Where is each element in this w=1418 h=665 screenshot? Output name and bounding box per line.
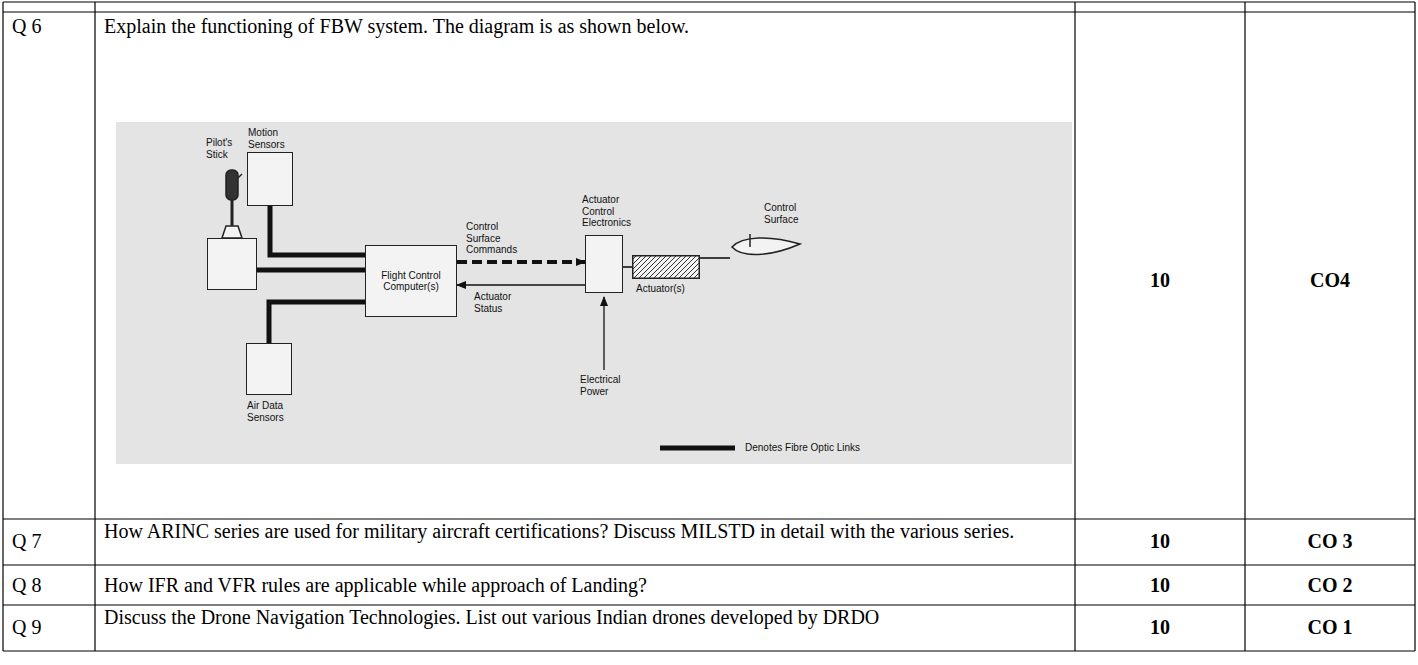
question-text: How IFR and VFR rules are applicable whi… (104, 575, 1069, 596)
diagram-photo-ground (116, 122, 1072, 464)
table-rule (3, 11, 1415, 12)
node-heading: Pilot's Stick (206, 137, 250, 160)
question-text: Explain the functioning of FBW system. T… (104, 16, 894, 37)
actuator-symbol: Actuator(s) (632, 255, 700, 279)
surface-horn (749, 234, 751, 247)
table-rule (3, 564, 1415, 565)
node-heading: Air Data Sensors (247, 400, 295, 423)
marks-cell: 10 (1076, 531, 1244, 552)
surface-body (732, 238, 800, 255)
question-number: Q 8 (12, 575, 90, 596)
connector-line (700, 257, 730, 259)
status-arrow (457, 284, 585, 285)
surface-outline (730, 232, 802, 262)
fibre-optic-link (269, 302, 365, 343)
table-rule (1414, 2, 1415, 651)
table-rule (1074, 2, 1075, 651)
question-number: Q 6 (12, 16, 90, 37)
marks-cell: 10 (1076, 270, 1244, 291)
fibre-optic-link (270, 206, 365, 255)
table-rule (3, 1, 1415, 2)
table-rule (3, 604, 1415, 605)
node-heading: Control Surface (764, 202, 814, 225)
connector-line (623, 266, 632, 268)
stick-shaft (231, 198, 234, 226)
electronics-box: Actuator Control Electronics (585, 235, 623, 293)
stick-grip (226, 170, 238, 200)
question-number: Q 7 (12, 531, 90, 552)
table-rule (94, 2, 95, 651)
signal-label: Actuator Status (474, 291, 528, 314)
power-arrow (603, 297, 604, 370)
marks-cell: 10 (1076, 575, 1244, 596)
actuator-outline (632, 255, 700, 279)
stick-trigger (238, 174, 242, 178)
node-heading: Actuator Control Electronics (582, 194, 642, 229)
stick-base-box: Pilot's Stick (207, 238, 257, 290)
node-heading: Motion Sensors (248, 127, 298, 150)
marks-cell: 10 (1076, 617, 1244, 638)
legend-line-sample (660, 446, 735, 451)
power-label: Electrical Power (580, 374, 634, 397)
legend-text: Denotes Fibre Optic Links (745, 442, 860, 454)
question-number: Q 9 (12, 617, 90, 638)
signal-label: Control Surface Commands (466, 221, 520, 256)
stick-boot (222, 226, 242, 238)
table-rule (2, 2, 3, 651)
course-outcome-cell: CO 2 (1246, 575, 1414, 596)
box-label: Flight Control Computer(s) (379, 270, 443, 293)
table-rule (1244, 2, 1245, 651)
course-outcome-cell: CO 3 (1246, 531, 1414, 552)
joystick-illustration (222, 170, 242, 238)
course-outcome-cell: CO4 (1246, 270, 1414, 291)
sensor-box: Air Data Sensors (246, 343, 292, 395)
course-outcome-cell: CO 1 (1246, 617, 1414, 638)
sensor-box: Motion Sensors (247, 152, 293, 206)
table-rule (3, 650, 1415, 651)
fibre-optic-link (257, 268, 365, 273)
fibre-command-link (457, 260, 585, 264)
computer-box: Flight Control Computer(s) (365, 245, 457, 317)
table-grid (3, 2, 1415, 651)
question-text: How ARINC series are used for military a… (104, 521, 1069, 542)
actuator-body (633, 256, 700, 279)
question-text: Discuss the Drone Navigation Technologie… (104, 607, 1069, 628)
node-heading: Actuator(s) (636, 283, 702, 295)
table-rule (3, 518, 1415, 519)
control-surface-symbol: Control Surface (730, 232, 802, 262)
